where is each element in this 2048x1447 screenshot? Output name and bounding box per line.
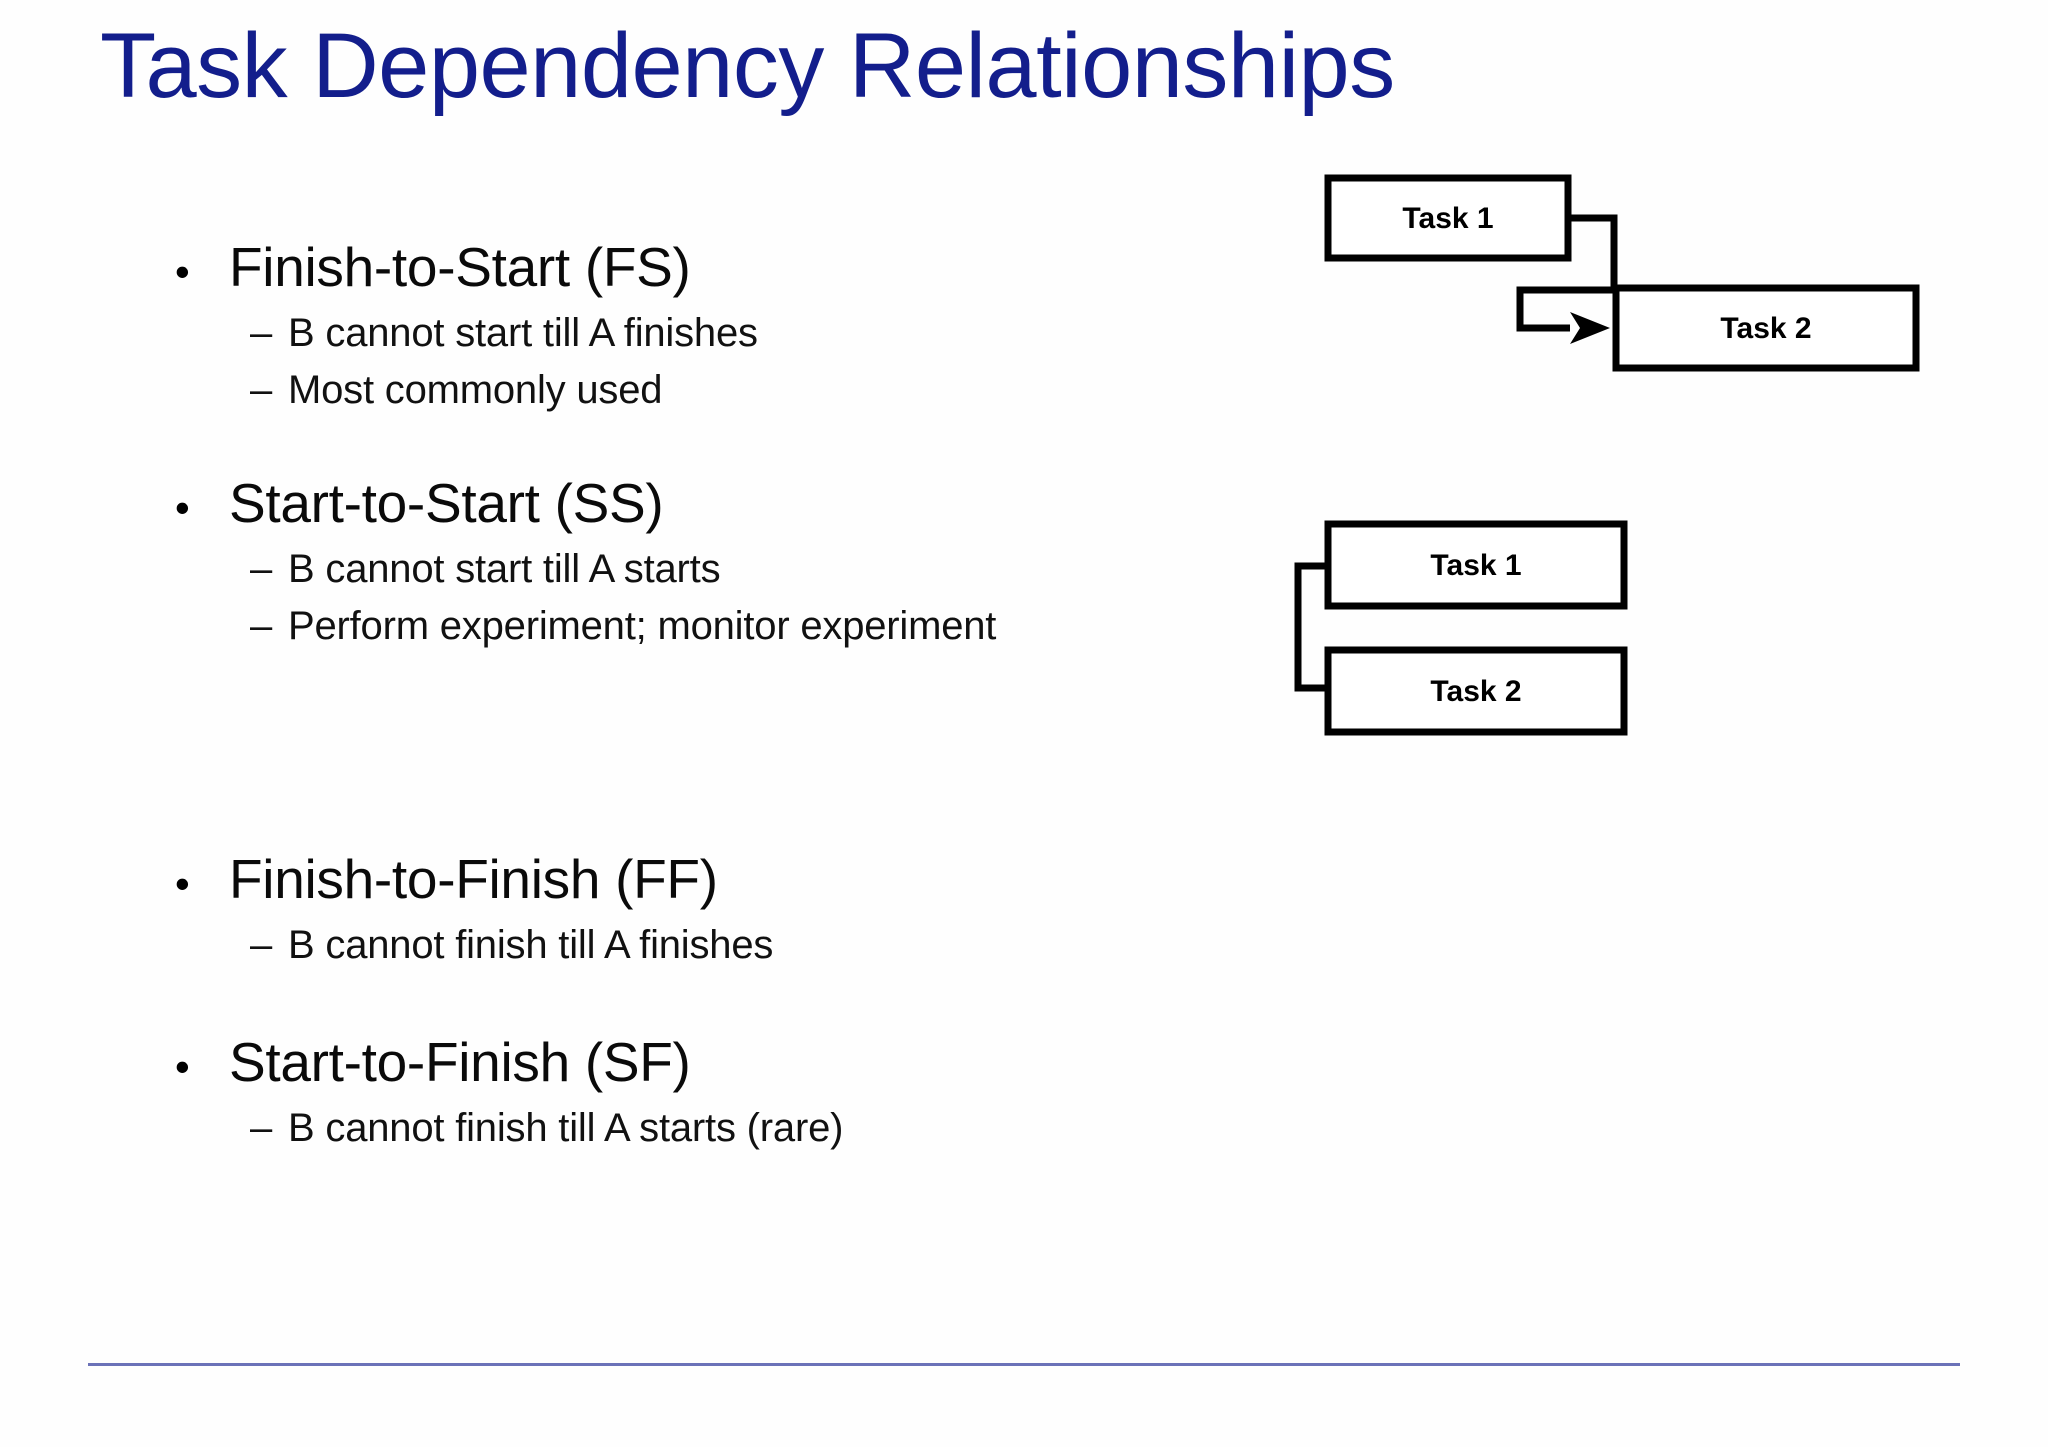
footer-divider (88, 1363, 1960, 1366)
bullet-group-ff: • Finish-to-Finish (FF) – B cannot finis… (175, 847, 1225, 968)
dash-marker-icon: – (250, 368, 273, 412)
bullet-label: Start-to-Finish (SF) (229, 1031, 691, 1093)
sub-bullet-label: Most commonly used (288, 368, 663, 412)
sub-bullet-label: B cannot finish till A starts (rare) (288, 1106, 844, 1150)
ss-task1-label: Task 1 (1430, 549, 1521, 582)
bullet-label: Start-to-Start (SS) (229, 472, 664, 534)
dash-marker-icon: – (250, 604, 273, 648)
bullet-dot-icon: • (175, 860, 190, 907)
dash-marker-icon: – (250, 923, 273, 967)
sub-bullet-item: – B cannot start till A finishes (250, 311, 1225, 356)
dash-marker-icon: – (250, 311, 273, 355)
bullet-group-ss: • Start-to-Start (SS) – B cannot start t… (175, 471, 1225, 649)
page-title: Task Dependency Relationships (100, 15, 1395, 117)
sub-bullet-label: B cannot finish till A finishes (288, 923, 774, 967)
bullet-dot-icon: • (175, 248, 190, 295)
sub-bullet-label: Perform experiment; monitor experiment (288, 604, 997, 648)
bullet-item-start-to-start: • Start-to-Start (SS) (175, 471, 1225, 535)
ss-task2-label: Task 2 (1430, 675, 1521, 708)
sub-bullet-item: – B cannot start till A starts (250, 547, 1225, 592)
dash-marker-icon: – (250, 547, 273, 591)
bullet-dot-icon: • (175, 484, 190, 531)
bullet-label: Finish-to-Finish (FF) (229, 848, 718, 910)
bullet-group-sf: • Start-to-Finish (SF) – B cannot finish… (175, 1030, 1225, 1151)
fs-arrowhead-icon (1570, 312, 1610, 344)
sub-bullet-label: B cannot start till A finishes (288, 311, 758, 355)
finish-to-start-diagram: Task 1 Task 2 (1280, 160, 2000, 380)
start-to-start-diagram: Task 1 Task 2 (1280, 510, 1780, 750)
fs-task1-label: Task 1 (1402, 202, 1493, 235)
fs-task1-box (1324, 174, 1572, 262)
bullet-label: Finish-to-Start (FS) (229, 236, 691, 298)
fs-task2-box (1612, 284, 1920, 372)
sub-bullet-item: – B cannot finish till A starts (rare) (250, 1106, 1225, 1151)
fs-task2-label: Task 2 (1720, 312, 1811, 345)
dash-marker-icon: – (250, 1106, 273, 1150)
sub-bullet-item: – B cannot finish till A finishes (250, 923, 1225, 968)
ss-task1-box (1324, 520, 1628, 610)
sub-bullet-item: – Perform experiment; monitor experiment (250, 604, 1225, 649)
bullet-list: • Finish-to-Start (FS) – B cannot start … (175, 235, 1225, 1151)
bullet-group-fs: • Finish-to-Start (FS) – B cannot start … (175, 235, 1225, 413)
bullet-item-start-to-finish: • Start-to-Finish (SF) (175, 1030, 1225, 1094)
bullet-dot-icon: • (175, 1043, 190, 1090)
sub-bullet-label: B cannot start till A starts (288, 547, 721, 591)
ss-connector-line (1294, 562, 1330, 692)
fs-connector-line (1516, 214, 1618, 332)
bullet-item-finish-to-finish: • Finish-to-Finish (FF) (175, 847, 1225, 911)
ss-task2-box (1324, 646, 1628, 736)
sub-bullet-item: – Most commonly used (250, 368, 1225, 413)
bullet-item-finish-to-start: • Finish-to-Start (FS) (175, 235, 1225, 299)
